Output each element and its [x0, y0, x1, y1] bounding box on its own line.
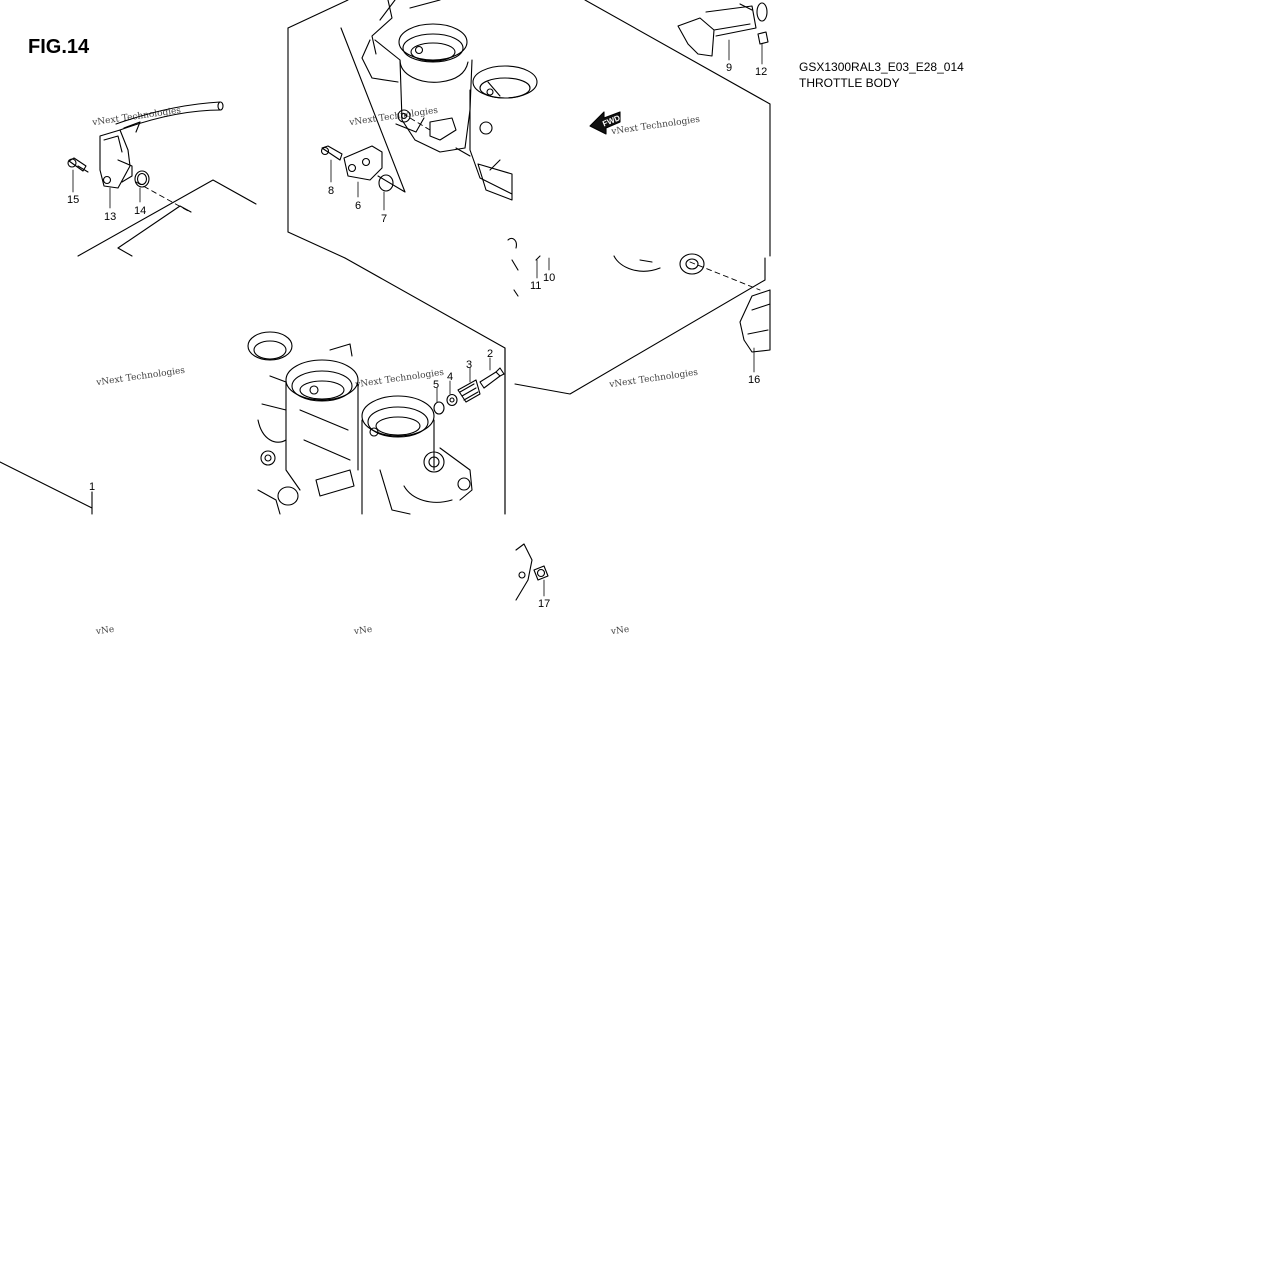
throttle-body-upper — [361, 0, 538, 201]
map-sensor-assembly — [67, 101, 224, 189]
callout-1: 1 — [89, 481, 95, 493]
screw-17 — [515, 543, 549, 601]
leader-lines — [72, 39, 763, 597]
callout-16: 16 — [748, 374, 760, 386]
diagram-caption: GSX1300RAL3_E03_E28_014 THROTTLE BODY — [799, 59, 964, 91]
bracket-16 — [739, 289, 771, 353]
callout-4: 4 — [447, 371, 453, 383]
callout-15: 15 — [67, 194, 79, 206]
callout-2: 2 — [487, 348, 493, 360]
idle-screw-parts — [433, 367, 505, 415]
frame-lines — [0, 0, 771, 515]
small-parts-10-11 — [507, 237, 705, 297]
assembly-lines — [135, 114, 761, 291]
fwd-arrow: FWD — [589, 111, 622, 135]
callout-5: 5 — [433, 379, 439, 391]
callout-14: 14 — [134, 205, 146, 217]
callout-10: 10 — [543, 272, 555, 284]
callout-12: 12 — [755, 66, 767, 78]
callout-3: 3 — [466, 359, 472, 371]
sensor-9 — [677, 2, 769, 57]
callout-17: 17 — [538, 598, 550, 610]
figure-title: FIG.14 — [28, 36, 90, 58]
diagram-name: THROTTLE BODY — [799, 76, 900, 90]
diagram-code: GSX1300RAL3_E03_E28_014 — [799, 60, 964, 74]
bracket-6-assembly — [320, 145, 394, 192]
callout-numbers: 1 2 3 4 5 6 7 8 9 10 11 12 13 14 15 16 1… — [67, 62, 767, 610]
callout-11: 11 — [530, 280, 541, 292]
callout-7: 7 — [381, 213, 387, 225]
callout-8: 8 — [328, 185, 334, 197]
callout-13: 13 — [104, 211, 116, 223]
throttle-body-lower — [247, 331, 473, 515]
callout-9: 9 — [726, 62, 732, 74]
callout-6: 6 — [355, 200, 361, 212]
